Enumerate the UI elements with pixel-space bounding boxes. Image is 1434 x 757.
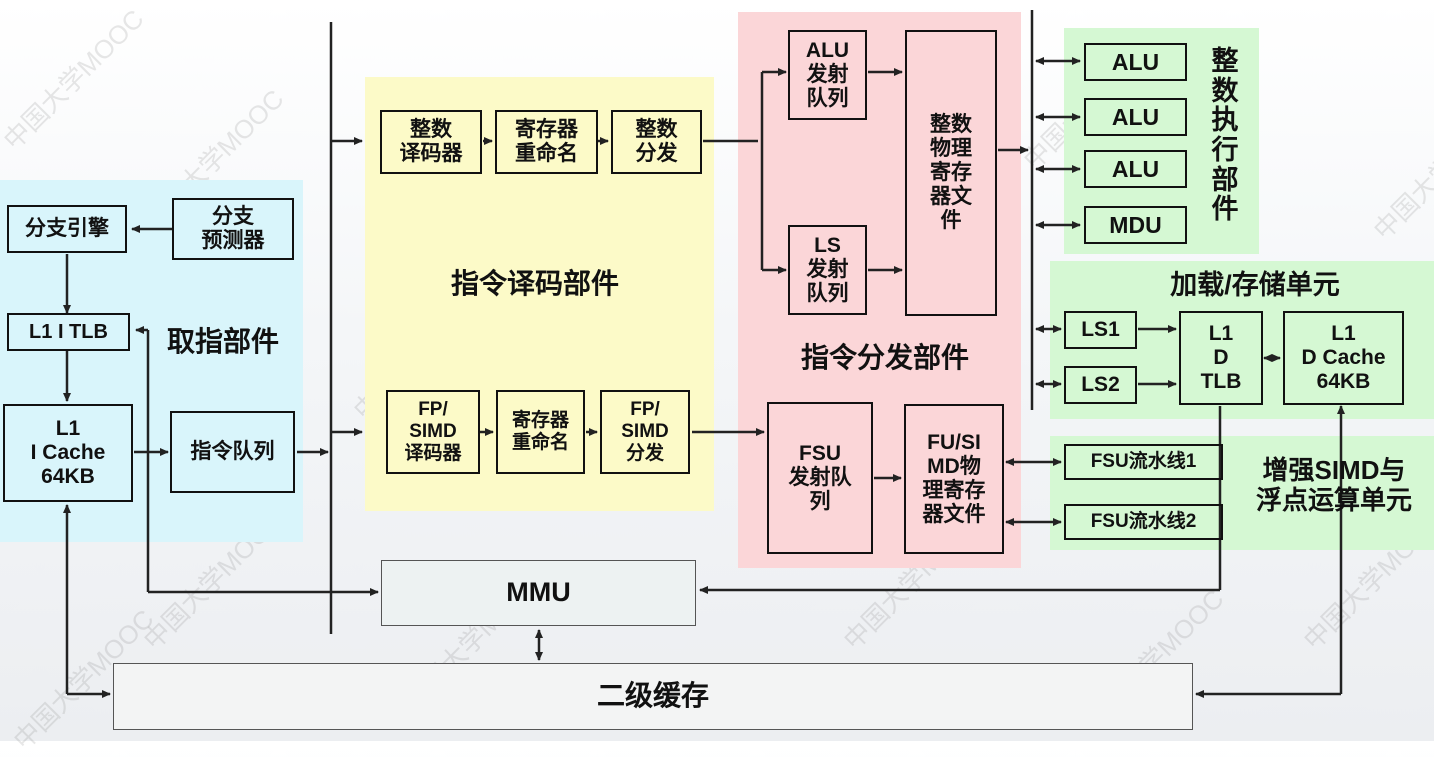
int-decoder-box: 整数 译码器 <box>380 110 482 174</box>
alu-unit-2: ALU <box>1084 98 1187 136</box>
dtlb-box: L1 D TLB <box>1179 311 1263 405</box>
icache-box: L1 I Cache 64KB <box>3 404 133 502</box>
int-rename-box: 寄存器 重命名 <box>495 110 598 174</box>
ls-issue-queue-box: LS 发射 队列 <box>788 225 867 315</box>
mmu-box: MMU <box>381 560 696 626</box>
simd-region <box>1050 436 1434 550</box>
fetch-unit-title: 取指部件 <box>166 326 279 357</box>
decode-unit-region <box>365 77 714 511</box>
fetch-unit-region <box>0 180 303 542</box>
fp-simd-regfile-box: FU/SI MD物 理寄存 器文件 <box>904 404 1004 554</box>
watermark-text: 中国大学MOOC <box>1367 93 1434 246</box>
branch-engine-box: 分支引擎 <box>7 205 127 253</box>
int-exec-title: 整 数 执 行 部 件 <box>1211 46 1239 225</box>
fsu-issue-queue-box: FSU 发射队 列 <box>767 402 873 554</box>
fsu-pipeline-2: FSU流水线2 <box>1064 504 1223 540</box>
branch-predictor-box: 分支 预测器 <box>172 198 294 260</box>
watermark-text: 中国大学MOOC <box>0 3 150 156</box>
dispatch-unit-region <box>738 12 1021 568</box>
ls1-box: LS1 <box>1064 311 1137 349</box>
alu-unit-3: ALU <box>1084 150 1187 188</box>
alu-issue-queue-box: ALU 发射 队列 <box>788 30 867 120</box>
dispatch-unit-title: 指令分发部件 <box>800 342 969 373</box>
int-dispatch-box: 整数 分发 <box>611 110 702 174</box>
inst-queue-box: 指令队列 <box>170 411 295 493</box>
ls2-box: LS2 <box>1064 366 1137 404</box>
decode-unit-title: 指令译码部件 <box>450 268 619 299</box>
dcache-box: L1 D Cache 64KB <box>1283 311 1404 405</box>
int-physical-regfile-box: 整数 物理 寄存 器文 件 <box>905 30 997 316</box>
loadstore-title: 加载/存储单元 <box>1170 270 1340 300</box>
l2-cache-box: 二级缓存 <box>113 663 1193 730</box>
itlb-box: L1 I TLB <box>7 313 130 351</box>
alu-unit-1: ALU <box>1084 43 1187 81</box>
fsu-pipeline-1: FSU流水线1 <box>1064 444 1223 480</box>
fp-decoder-box: FP/ SIMD 译码器 <box>386 390 480 474</box>
loadstore-region <box>1050 261 1434 419</box>
int-exec-region <box>1064 28 1259 254</box>
fp-dispatch-box: FP/ SIMD 分发 <box>600 390 690 474</box>
simd-fp-title: 增强SIMD与 浮点运算单元 <box>1255 455 1412 515</box>
mdu-unit: MDU <box>1084 206 1187 244</box>
fp-rename-box: 寄存器 重命名 <box>496 390 585 474</box>
